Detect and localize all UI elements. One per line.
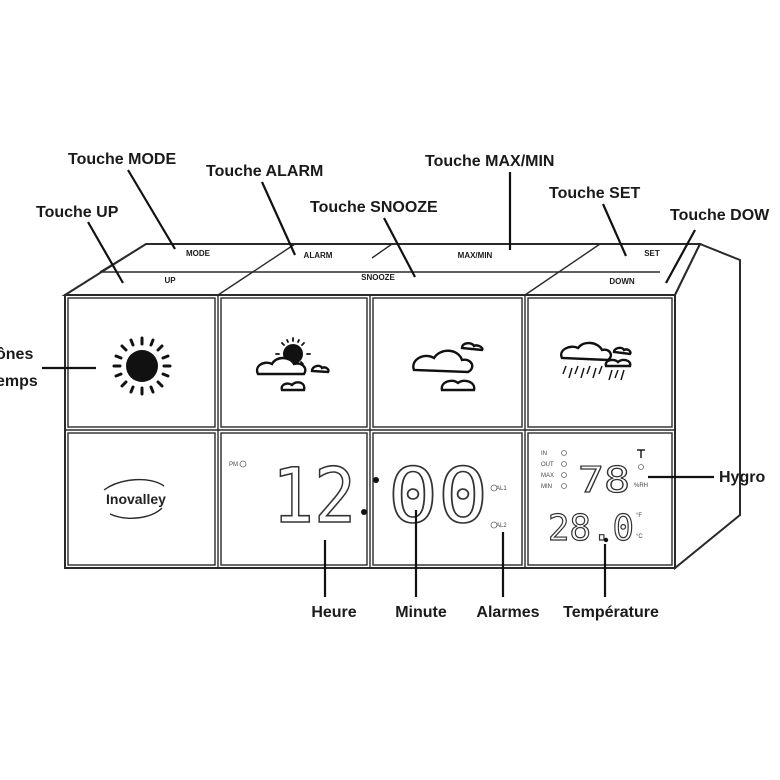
alarm1-indicator: AL1 (496, 486, 507, 492)
alarm2-indicator: AL2 (496, 523, 507, 529)
callout-set: Touche SET (549, 185, 640, 202)
callout-alarmes: Alarmes (476, 604, 539, 621)
mode-label-in: IN (541, 451, 547, 457)
brand-logo: Inovalley (103, 478, 166, 519)
callout-icons-line2: emps (0, 373, 38, 390)
unit-fahrenheit: °F (636, 513, 642, 519)
weather-display: IN OUT MAX MIN 78 %RH 28.0 °F °C (541, 449, 648, 550)
callout-down: Touche DOW (670, 207, 770, 224)
mode-button[interactable]: MODE (186, 249, 211, 258)
callout-icons-line1: ônes (0, 346, 33, 363)
device-top-surface (61, 243, 702, 296)
leader-lines (42, 169, 714, 597)
callout-mode: Touche MODE (68, 151, 176, 168)
antenna-icon (637, 449, 645, 470)
partly-cloudy-icon (255, 337, 330, 392)
decimal-point (603, 537, 609, 543)
mode-label-min: MIN (541, 484, 552, 490)
maxmin-button[interactable]: MAX/MIN (458, 251, 493, 260)
callout-snooze: Touche SNOOZE (310, 199, 438, 216)
device-right-side (674, 242, 741, 571)
rain-icon (560, 341, 632, 381)
top-button-labels: MODE ALARM MAX/MIN SET UP SNOOZE DOWN (164, 249, 659, 286)
humidity-digits: 78 (578, 460, 630, 501)
down-button[interactable]: DOWN (609, 277, 635, 286)
humidity-unit: %RH (634, 483, 648, 489)
callout-hygro: Hygro (719, 469, 765, 486)
colon-dot-bottom (361, 509, 367, 515)
logo-text: Inovalley (106, 491, 166, 507)
alarm-button[interactable]: ALARM (304, 251, 333, 260)
temperature-digits: 28.0 (548, 508, 634, 549)
snooze-button[interactable]: SNOOZE (361, 273, 395, 282)
callout-alarm: Touche ALARM (206, 163, 323, 180)
callout-heure: Heure (311, 604, 356, 621)
hours-digits: 12 (272, 451, 356, 540)
set-button[interactable]: SET (644, 249, 660, 258)
callout-minute: Minute (395, 604, 447, 621)
device-body (61, 242, 741, 571)
colon-dot-top (373, 477, 379, 483)
up-button[interactable]: UP (164, 276, 176, 285)
pm-indicator: PM (229, 462, 238, 468)
callout-maxmin: Touche MAX/MIN (425, 153, 554, 170)
logo-swoosh (103, 478, 165, 491)
minutes-digits: 00 (388, 451, 488, 540)
clock-display: PM 12 00 AL1 AL2 (229, 450, 507, 541)
sunny-icon (112, 336, 172, 396)
mode-label-max: MAX (541, 473, 554, 479)
cloudy-icon (412, 342, 484, 392)
callout-temperature: Température (563, 604, 659, 621)
unit-celsius: °C (636, 534, 643, 540)
mode-label-out: OUT (541, 462, 554, 468)
callout-labels: Touche MODE Touche ALARM Touche MAX/MIN … (0, 151, 770, 621)
callout-up: Touche UP (36, 204, 119, 221)
